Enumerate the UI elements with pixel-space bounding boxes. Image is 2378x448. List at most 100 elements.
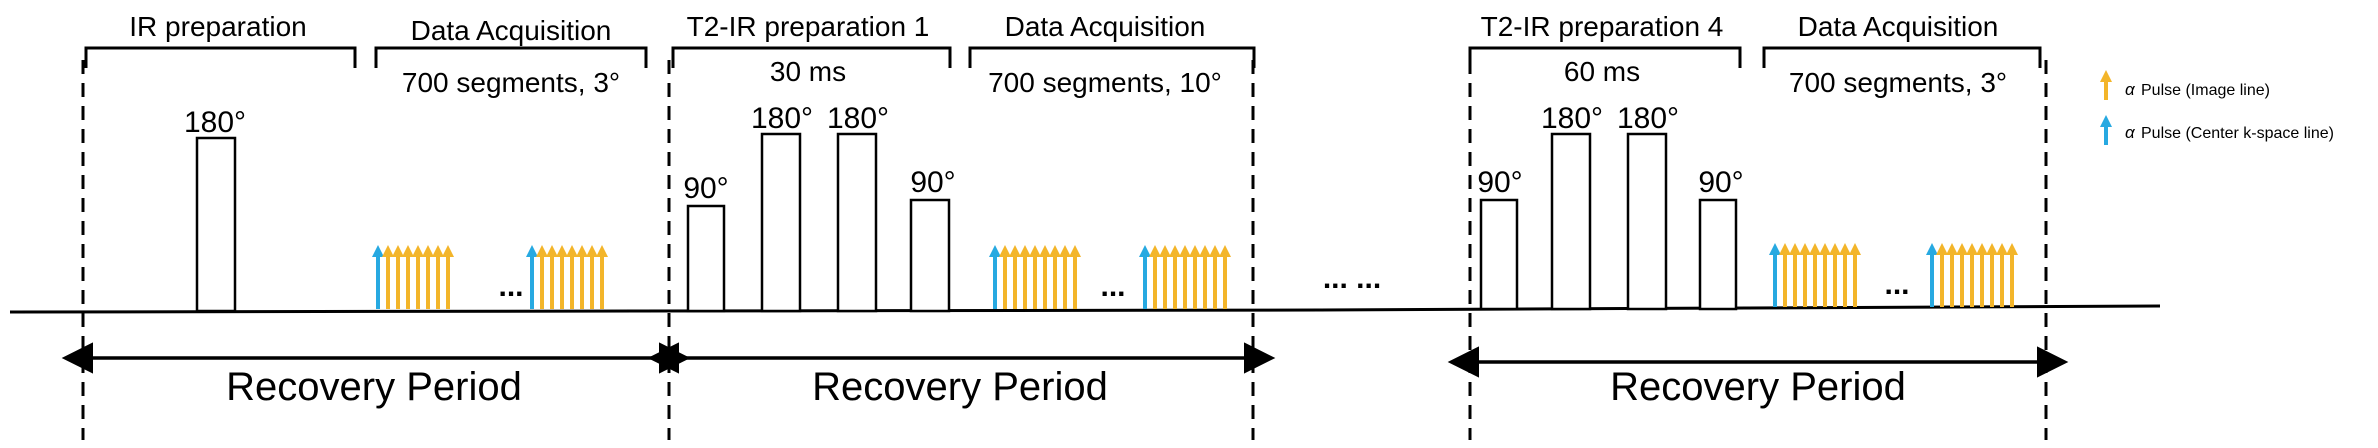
image-line-alpha-pulse-head — [1059, 245, 1071, 257]
center-line-alpha-pulse-head — [372, 245, 384, 257]
rf-pulse-180a — [760, 132, 802, 313]
yellow-up-arrow-icon — [2100, 70, 2112, 100]
image-line-alpha-pulse-head — [1209, 245, 1221, 257]
ellipsis: ... — [1100, 270, 1125, 303]
legend-center-symbol: α — [2125, 123, 2136, 142]
image-line-alpha-pulse-head — [999, 245, 1011, 257]
ellipsis: ... — [1884, 268, 1909, 301]
rf-pulse-180a — [1550, 132, 1592, 311]
image-line-alpha-pulse-head — [546, 245, 558, 257]
image-line-alpha-pulse-head — [1149, 245, 1161, 257]
image-line-alpha-pulse-head — [1199, 245, 1211, 257]
prep-label: IR preparation — [129, 11, 306, 42]
image-line-alpha-pulse-head — [1789, 243, 1801, 255]
legend: α Pulse (Image line) α Pulse (Center k-s… — [2100, 70, 2334, 145]
image-line-alpha-pulse-head — [556, 245, 568, 257]
section-1: IR preparation Data Acquisition 700 segm… — [61, 11, 691, 409]
rf-pulse-180 — [195, 136, 237, 313]
center-line-alpha-pulse-head — [1926, 243, 1938, 255]
center-line-alpha-pulse-head — [1769, 243, 1781, 255]
acq-bracket — [1762, 46, 2042, 68]
dashed-separators — [81, 60, 2048, 440]
image-line-alpha-pulse-head — [576, 245, 588, 257]
image-line-alpha-pulse-head — [442, 245, 454, 257]
recovery-label: Recovery Period — [812, 365, 1108, 409]
prep-sub: 60 ms — [1564, 56, 1640, 87]
image-line-alpha-pulse-head — [1189, 245, 1201, 257]
center-line-alpha-pulse-head — [989, 245, 1001, 257]
rf-pulse-180b — [1626, 132, 1668, 311]
acq-label: Data Acquisition — [1798, 11, 1999, 42]
prep-bracket — [1468, 46, 1742, 68]
alpha-pulse-train-1 — [1769, 243, 1861, 307]
rf-pulse-90b — [1698, 198, 1738, 311]
blue-up-arrow-icon — [2100, 115, 2112, 145]
acq-label: Data Acquisition — [1005, 11, 1206, 42]
alpha-pulse-train-2 — [1926, 243, 2018, 307]
ellipsis: ... — [498, 270, 523, 303]
image-line-alpha-pulse-head — [1049, 245, 1061, 257]
image-line-alpha-pulse-head — [1009, 245, 1021, 257]
image-line-alpha-pulse-head — [1809, 243, 1821, 255]
image-line-alpha-pulse-head — [402, 245, 414, 257]
rf-pulse-90a — [686, 204, 726, 313]
image-line-alpha-pulse-head — [566, 245, 578, 257]
acq-bracket — [968, 46, 1256, 68]
image-line-alpha-pulse-head — [1839, 243, 1851, 255]
pulse-label-180a: 180° — [1541, 102, 1603, 135]
legend-arrow-head — [2100, 70, 2112, 82]
center-line-alpha-pulse-head — [1139, 245, 1151, 257]
image-line-alpha-pulse-head — [1019, 245, 1031, 257]
image-line-alpha-pulse-head — [1179, 245, 1191, 257]
pulse-label-180b: 180° — [827, 102, 889, 135]
image-line-alpha-pulse-head — [596, 245, 608, 257]
center-line-alpha-pulse-head — [526, 245, 538, 257]
image-line-alpha-pulse-head — [586, 245, 598, 257]
image-line-alpha-pulse-head — [1819, 243, 1831, 255]
pulse-label-180: 180° — [184, 106, 246, 139]
image-line-alpha-pulse-head — [1946, 243, 1958, 255]
prep-bracket — [84, 46, 357, 68]
acq-label: Data Acquisition — [411, 15, 612, 46]
image-line-alpha-pulse-head — [1986, 243, 1998, 255]
image-line-alpha-pulse-head — [1976, 243, 1988, 255]
image-line-alpha-pulse-head — [1956, 243, 1968, 255]
image-line-alpha-pulse-head — [412, 245, 424, 257]
image-line-alpha-pulse-head — [1169, 245, 1181, 257]
image-line-alpha-pulse-head — [382, 245, 394, 257]
rf-pulse-90b — [909, 198, 951, 313]
acq-bracket — [374, 46, 648, 68]
image-line-alpha-pulse-head — [1029, 245, 1041, 257]
prep-label: T2-IR preparation 1 — [687, 11, 930, 42]
section-2: T2-IR preparation 1 30 ms Data Acquisiti… — [647, 11, 1276, 409]
recovery-label: Recovery Period — [226, 365, 522, 409]
legend-arrow-head — [2100, 115, 2112, 127]
image-line-alpha-pulse-head — [1799, 243, 1811, 255]
image-line-alpha-pulse-head — [432, 245, 444, 257]
prep-sub: 30 ms — [770, 56, 846, 87]
pulse-label-90b: 90° — [1698, 166, 1743, 199]
image-line-alpha-pulse-head — [1039, 245, 1051, 257]
alpha-pulse-train-2 — [1139, 245, 1231, 309]
image-line-alpha-pulse-head — [1849, 243, 1861, 255]
prep-label: T2-IR preparation 4 — [1481, 11, 1724, 42]
prep-bracket — [671, 46, 952, 68]
pulse-label-90a: 90° — [1477, 166, 1522, 199]
legend-image-symbol: α — [2125, 80, 2136, 99]
pulse-label-90b: 90° — [910, 166, 955, 199]
image-line-alpha-pulse-head — [1996, 243, 2008, 255]
rf-pulse-90a — [1479, 198, 1519, 311]
pulse-label-90a: 90° — [683, 172, 728, 205]
alpha-pulse-train-1 — [372, 245, 454, 309]
baseline — [9, 304, 2161, 314]
pulse-label-180a: 180° — [751, 102, 813, 135]
image-line-alpha-pulse-head — [392, 245, 404, 257]
acq-sub: 700 segments, 10° — [988, 67, 1222, 98]
pulse-label-180b: 180° — [1617, 102, 1679, 135]
image-line-alpha-pulse-head — [536, 245, 548, 257]
between-ellipsis: ... ... — [1323, 262, 1381, 295]
section-3: T2-IR preparation 4 60 ms Data Acquisiti… — [1447, 11, 2069, 409]
acq-sub: 700 segments, 3° — [1789, 67, 2007, 98]
image-line-alpha-pulse-head — [2006, 243, 2018, 255]
